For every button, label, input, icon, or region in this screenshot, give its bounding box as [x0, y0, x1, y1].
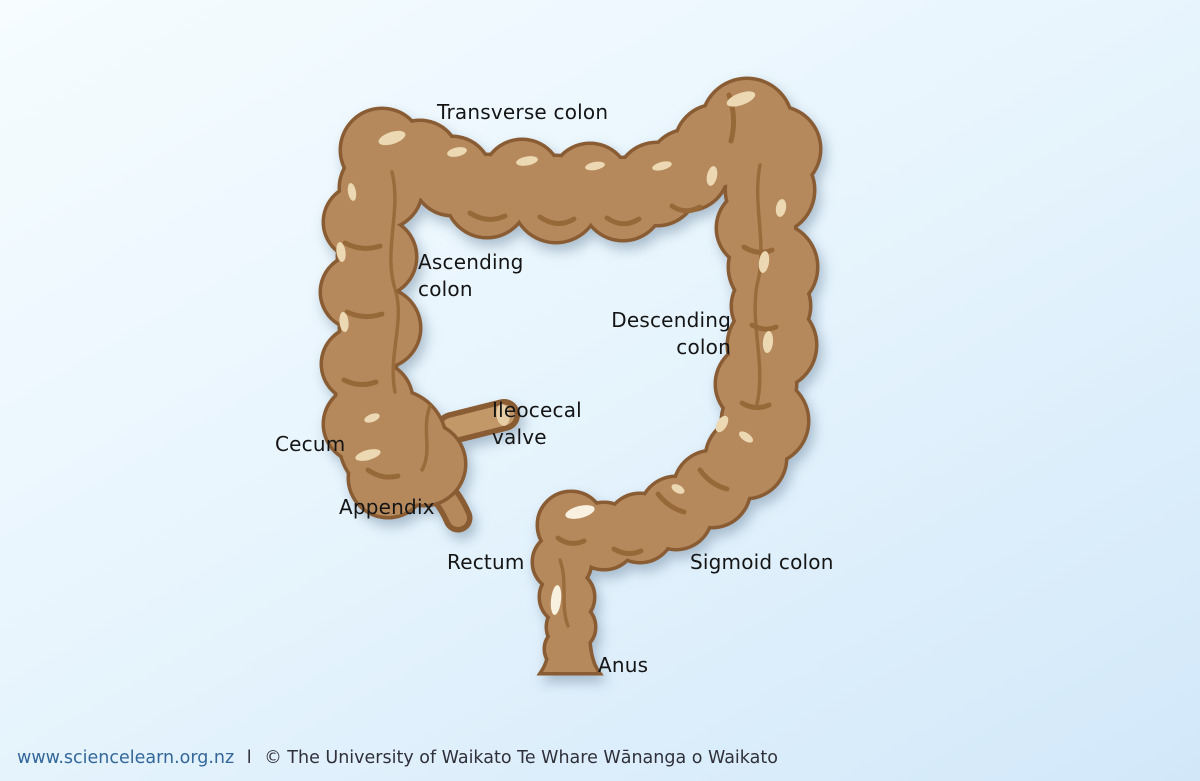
label-ileocecal-valve-line2: valve [492, 425, 547, 449]
colon-highlights [336, 91, 787, 615]
label-appendix: Appendix [339, 495, 435, 519]
label-descending-colon-line1: Descending [611, 308, 731, 332]
colon-creases [341, 92, 779, 628]
label-ileocecal-valve-line1: Ileocecal [492, 398, 582, 422]
label-ascending-colon-line1: Ascending [418, 250, 524, 274]
footer-credit: © The University of Waikato Te Whare Wān… [264, 748, 778, 768]
colon-body [322, 80, 819, 672]
label-sigmoid-colon: Sigmoid colon [690, 550, 834, 574]
label-descending-colon: Descending colon [580, 307, 731, 361]
label-transverse-colon: Transverse colon [437, 100, 609, 124]
label-ascending-colon: Ascending colon [418, 249, 524, 303]
label-cecum: Cecum [275, 432, 346, 456]
ileocecal-valve-shape [436, 399, 520, 444]
footer-link[interactable]: www.sciencelearn.org.nz [17, 748, 235, 768]
label-rectum: Rectum [447, 550, 525, 574]
label-descending-colon-line2: colon [676, 335, 731, 359]
label-ascending-colon-line2: colon [418, 277, 473, 301]
label-anus: Anus [598, 653, 649, 677]
footer-separator: l [246, 748, 252, 768]
label-ileocecal-valve: Ileocecal valve [492, 397, 582, 451]
footer-attribution: www.sciencelearn.org.nz l © The Universi… [17, 747, 778, 769]
colon-drawing [322, 80, 819, 672]
